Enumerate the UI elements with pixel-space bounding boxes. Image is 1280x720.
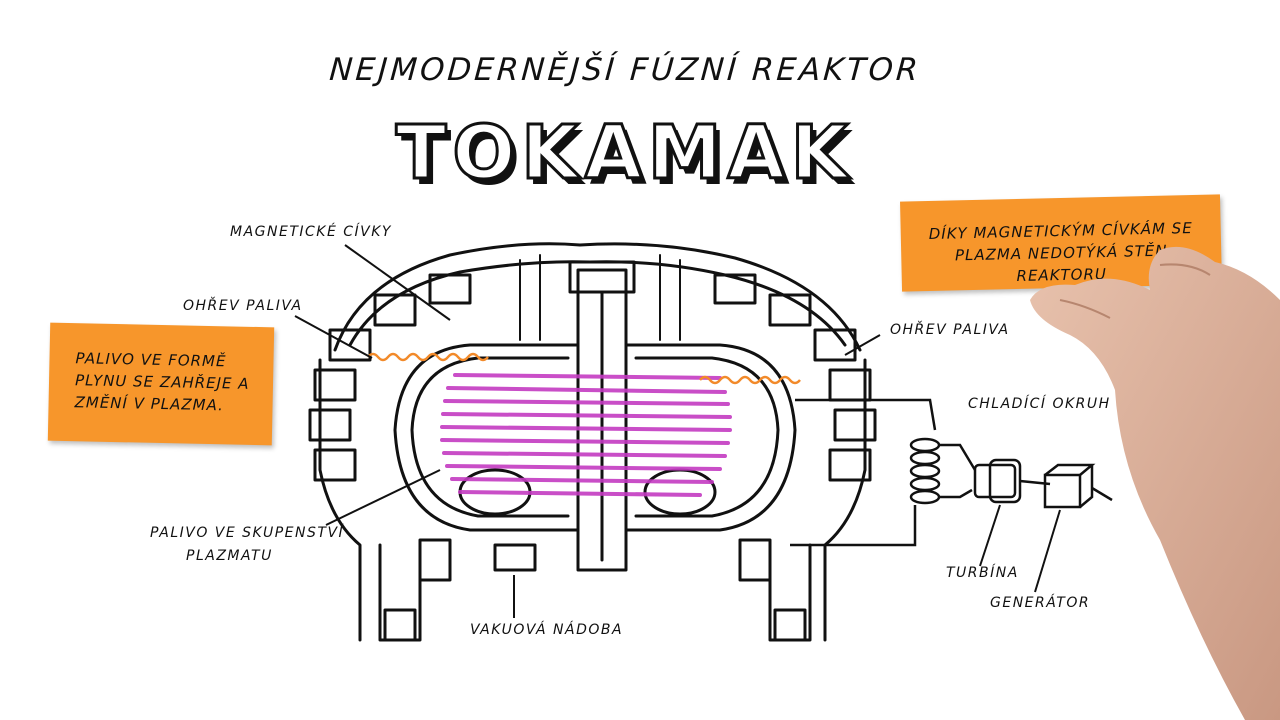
coil-block <box>328 328 372 362</box>
generator <box>1043 473 1082 509</box>
vacuum-port <box>493 543 537 572</box>
coil-block <box>828 448 872 482</box>
cooling-circuit <box>790 398 1113 547</box>
coil-block <box>768 293 812 327</box>
coil-block <box>428 273 472 305</box>
label-generator: GENERÁTOR <box>990 595 1091 611</box>
coil-block <box>813 328 857 362</box>
coil-block <box>373 293 417 327</box>
coil-block <box>313 368 357 402</box>
label-cooling-circuit: CHLADÍCÍ OKRUH <box>968 396 1111 412</box>
label-magnetic-coils: MAGNETICKÉ CÍVKY <box>230 224 392 240</box>
vacuum-chamber-left <box>393 343 580 532</box>
coil-block <box>313 448 357 482</box>
label-fuel-heating-left: OHŘEV PALIVA <box>183 298 303 314</box>
title: TOKAMAK <box>394 109 855 198</box>
label-fuel-heating-right: OHŘEV PALIVA <box>890 322 1010 338</box>
vacuum-chamber-right <box>624 343 797 532</box>
coil-block <box>308 408 352 442</box>
label-vacuum-vessel: VAKUOVÁ NÁDOBA <box>470 622 624 638</box>
label-turbine: TURBÍNA <box>946 565 1019 581</box>
reactor-outer-top <box>333 242 862 352</box>
coil-block <box>713 273 757 305</box>
label-plasma-fuel-1: PALIVO VE SKUPENSTVÍ <box>150 525 345 541</box>
reactor-right-leg <box>823 358 867 642</box>
coil-block <box>833 408 877 442</box>
plasma <box>440 373 732 497</box>
reactor-left-leg <box>318 358 362 642</box>
turbine <box>973 463 1017 499</box>
label-plasma-fuel-2: PLAZMATU <box>186 548 273 564</box>
heating-wave <box>367 352 801 385</box>
central-solenoid <box>576 268 628 572</box>
